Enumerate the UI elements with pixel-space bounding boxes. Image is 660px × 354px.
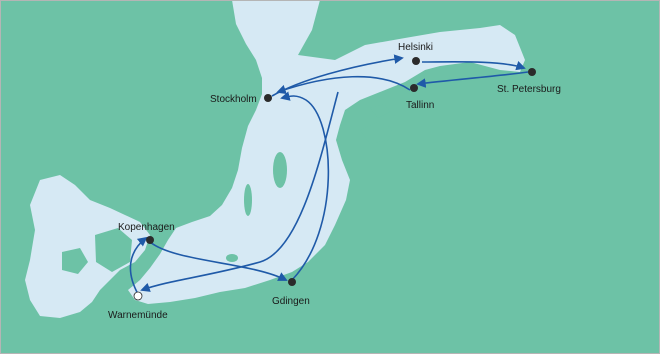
port-marker-st-petersburg[interactable] bbox=[528, 68, 536, 76]
port-label-tallinn: Tallinn bbox=[406, 100, 434, 111]
route-tallinn-stockholm bbox=[276, 75, 411, 95]
cruise-routes bbox=[129, 54, 529, 295]
port-label-helsinki: Helsinki bbox=[398, 42, 433, 53]
port-marker-stockholm[interactable] bbox=[264, 94, 272, 102]
hiiumaa-island bbox=[370, 104, 390, 118]
port-label-stockholm: Stockholm bbox=[210, 94, 257, 105]
port-marker-kopenhagen[interactable] bbox=[146, 236, 154, 244]
saaremaa-island bbox=[360, 122, 392, 144]
zealand-island bbox=[95, 228, 132, 272]
port-labels: Helsinki St. Petersburg Stockholm Tallin… bbox=[108, 42, 561, 321]
kattegat bbox=[25, 175, 150, 318]
port-label-warnemuende: Warnemünde bbox=[108, 310, 168, 321]
route-kopenhagen-gdingen bbox=[149, 241, 288, 281]
route-stockholm-warnemuende bbox=[140, 91, 339, 292]
port-marker-helsinki[interactable] bbox=[412, 57, 420, 65]
port-marker-gdingen[interactable] bbox=[288, 278, 296, 286]
oland-island bbox=[244, 184, 252, 216]
port-label-kopenhagen: Kopenhagen bbox=[118, 222, 175, 233]
funen-island bbox=[62, 248, 88, 274]
port-markers bbox=[133, 57, 536, 301]
bornholm-island bbox=[226, 254, 238, 262]
route-helsinki-st-petersburg bbox=[421, 60, 526, 71]
route-st-petersburg-tallinn bbox=[416, 71, 529, 88]
port-marker-warnemuende[interactable] bbox=[133, 291, 143, 301]
gotland-island bbox=[273, 152, 287, 188]
port-marker-tallinn[interactable] bbox=[410, 84, 418, 92]
route-warnemuende-kopenhagen bbox=[129, 236, 148, 295]
port-label-st-petersburg: St. Petersburg bbox=[497, 84, 561, 95]
port-label-gdingen: Gdingen bbox=[272, 296, 310, 307]
baltic-sea bbox=[128, 0, 525, 304]
route-gdingen-stockholm bbox=[280, 91, 330, 281]
